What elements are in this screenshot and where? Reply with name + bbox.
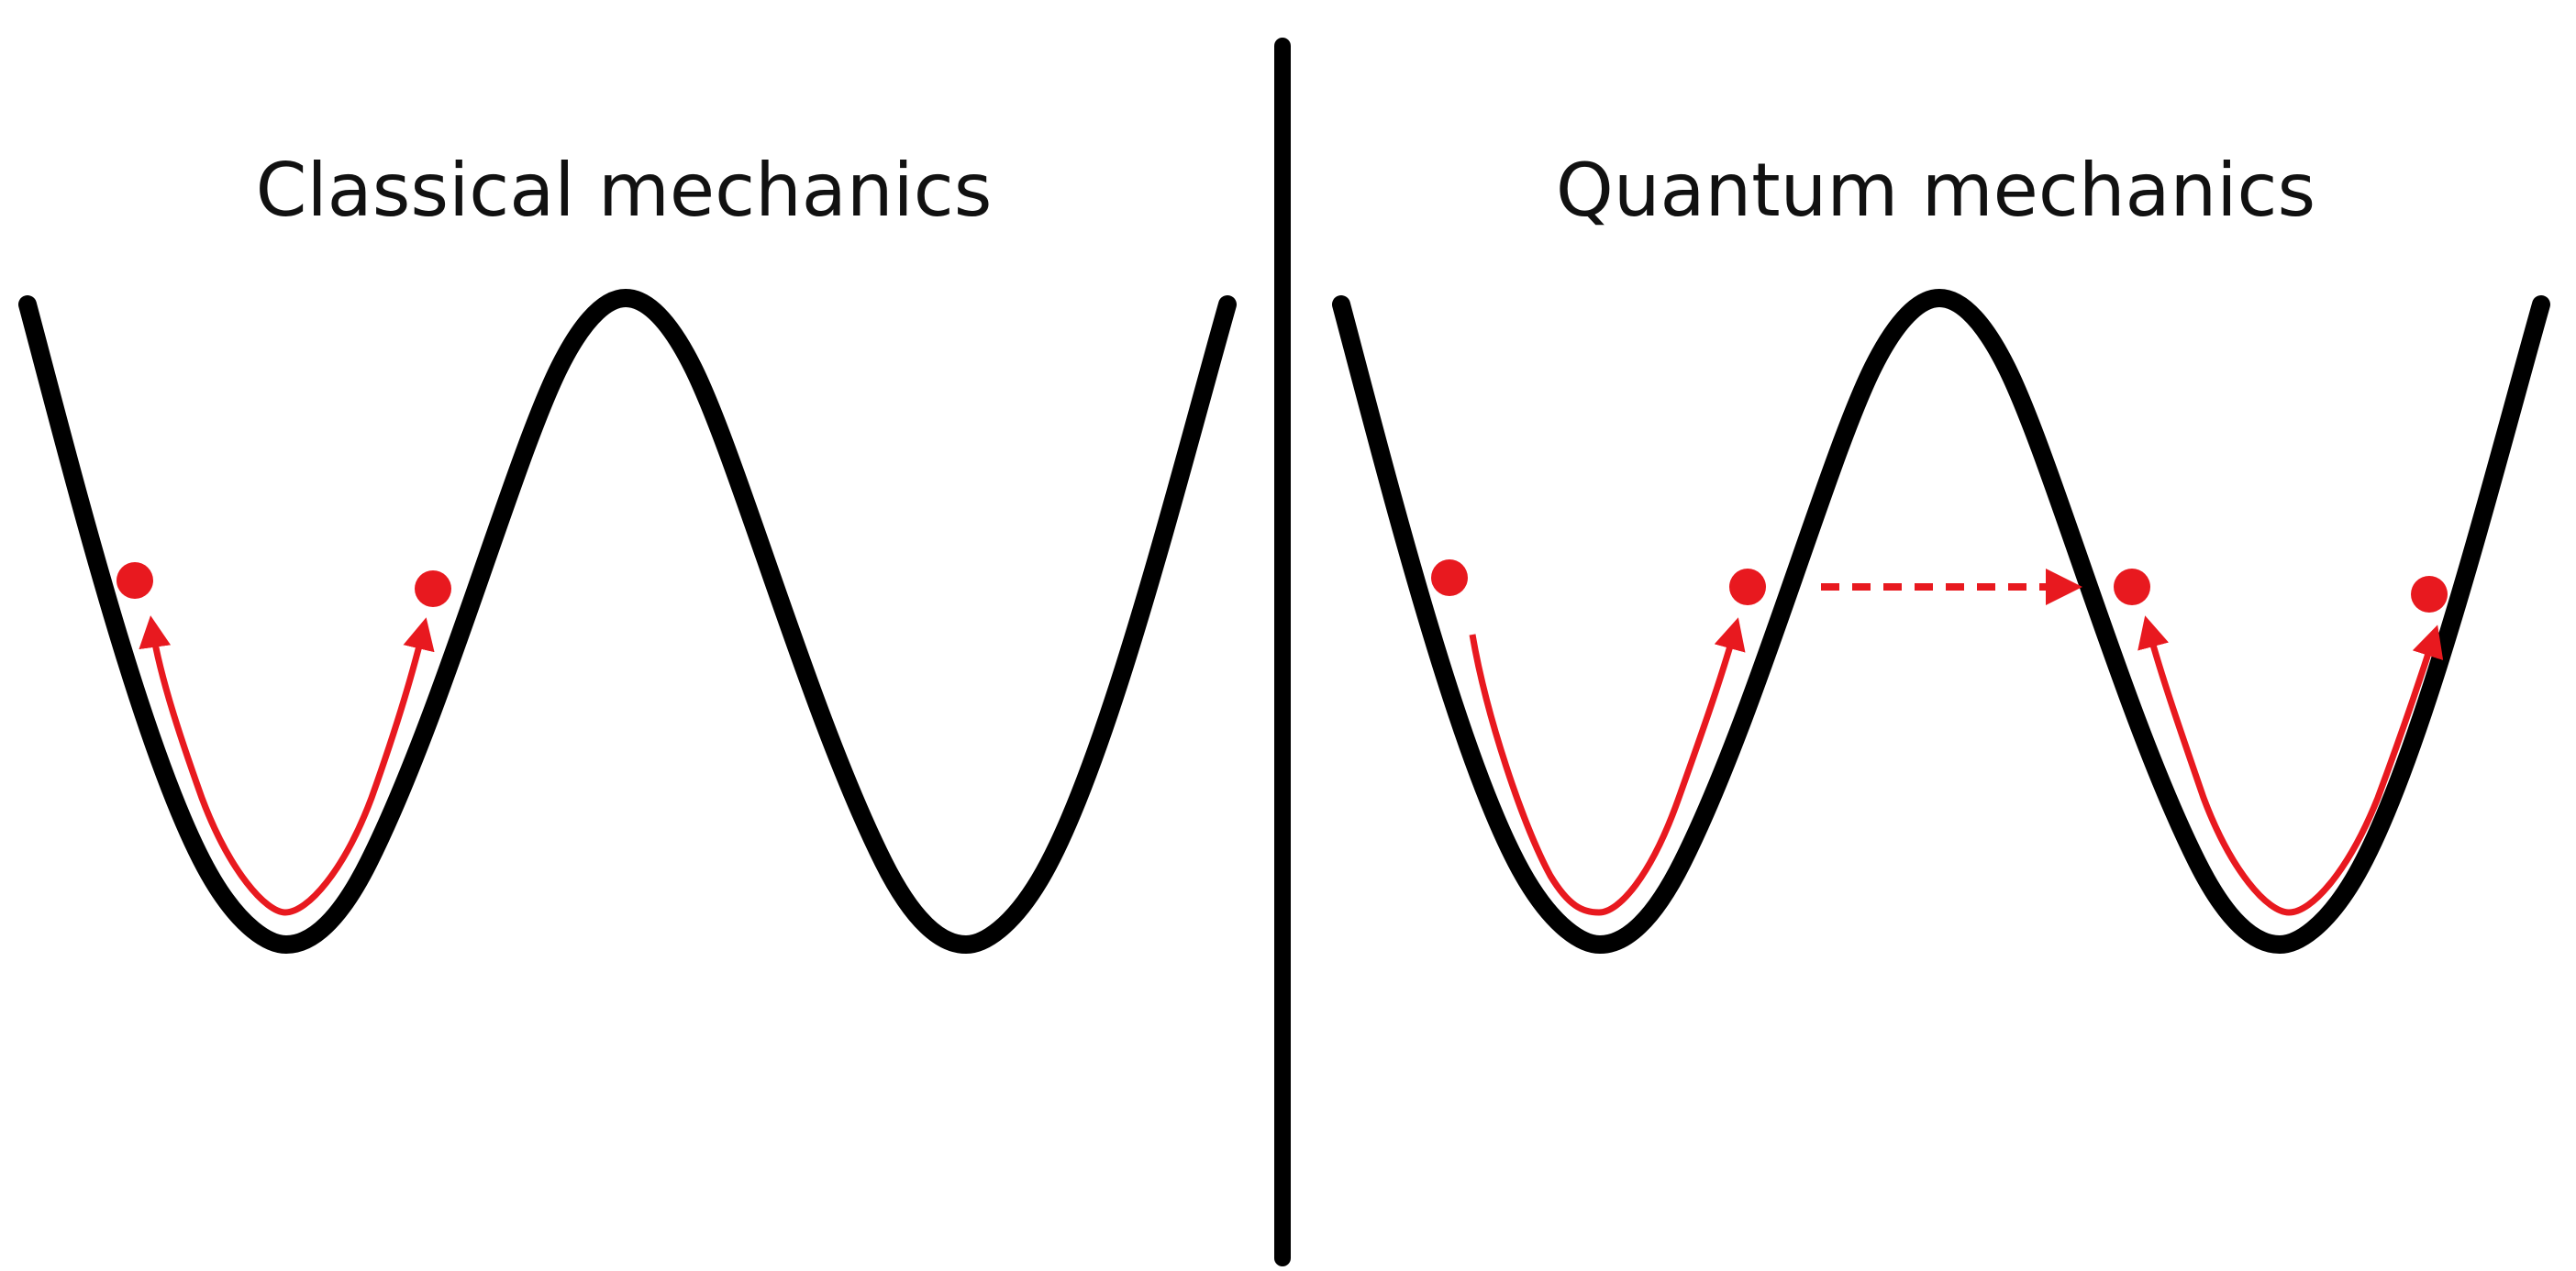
classical-panel-title: Classical mechanics — [255, 148, 993, 233]
right-right-well-arrow-right — [2288, 624, 2444, 916]
left-particle-turning-point-1 — [117, 562, 153, 599]
right-particle-after-tunneling — [2114, 569, 2150, 605]
left-oscillation-arrow-left — [139, 615, 286, 916]
right-particle-right-turning-point — [2411, 576, 2448, 613]
right-potential-curve — [1332, 289, 2550, 954]
left-potential-curve — [18, 289, 1237, 954]
left-oscillation-arrow-right — [284, 617, 435, 916]
right-right-well-arrow-left — [2137, 615, 2290, 916]
right-left-well-arrow — [1469, 617, 1746, 916]
right-particle-left-turning-point — [1729, 569, 1766, 605]
left-particle-turning-point-2 — [415, 570, 451, 607]
quantum-panel-title: Quantum mechanics — [1555, 148, 2316, 233]
right-particle-start — [1431, 559, 1468, 596]
